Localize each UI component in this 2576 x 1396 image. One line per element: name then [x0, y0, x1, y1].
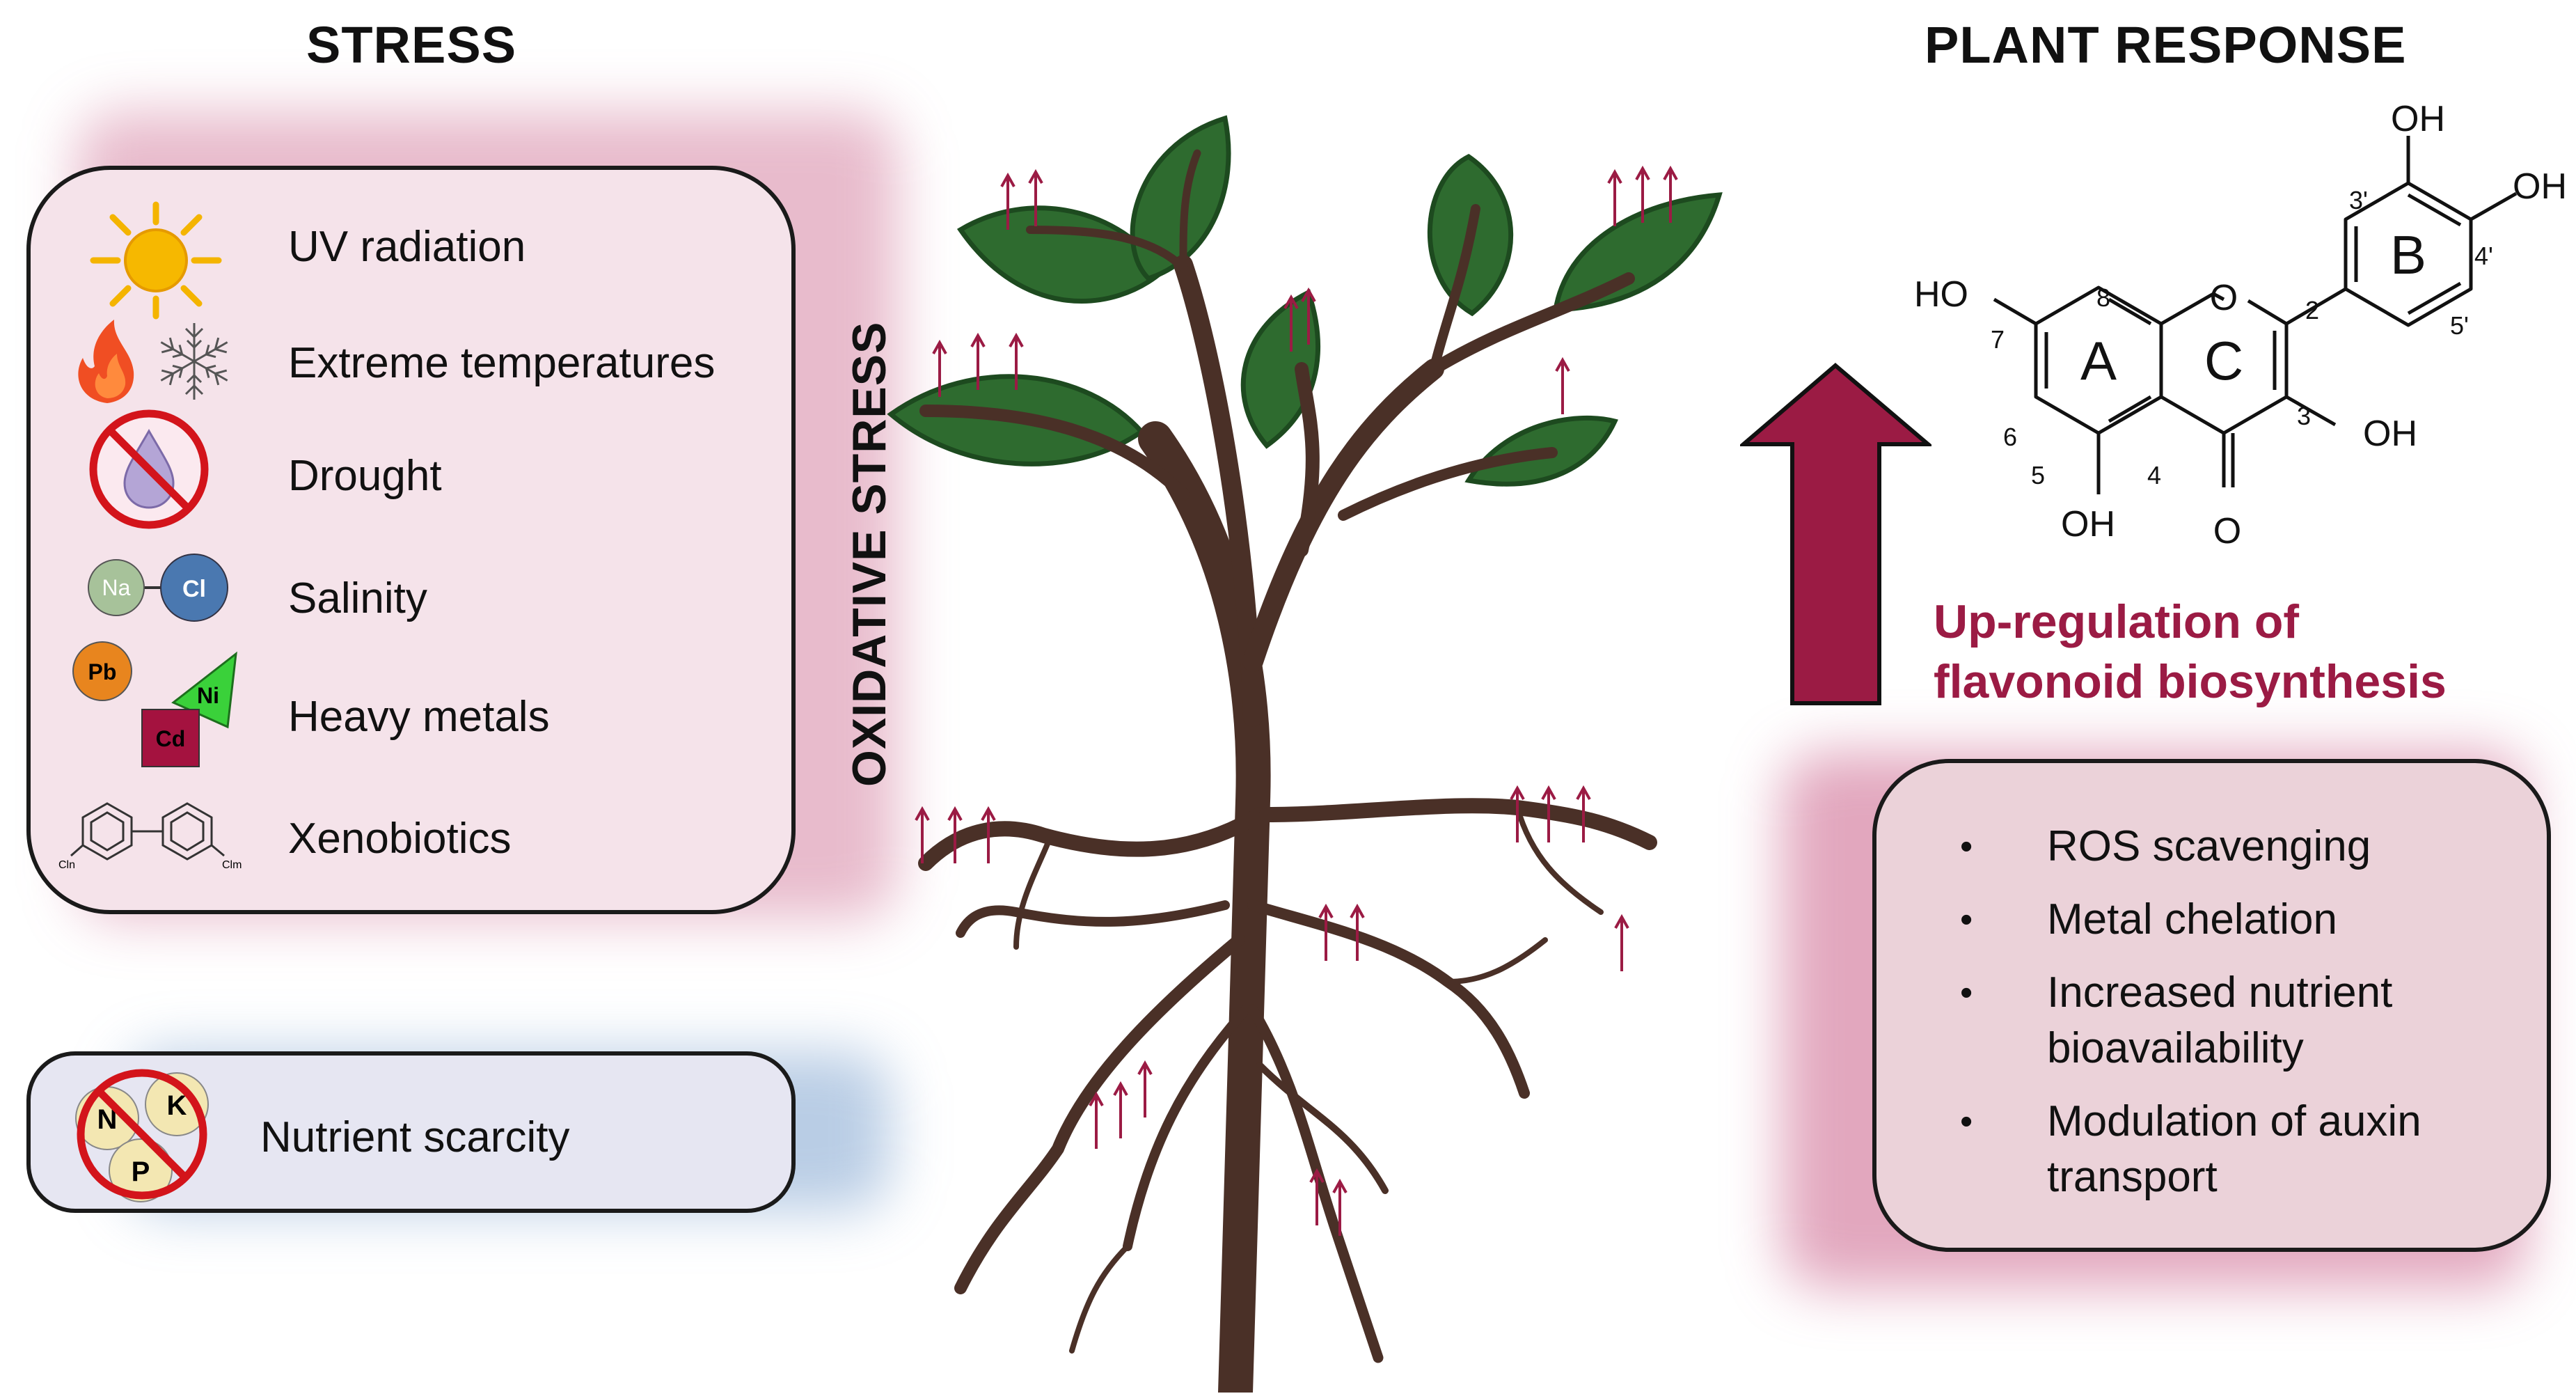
response-item-text: Modulation of auxin — [2047, 1097, 2421, 1145]
ho-7: HO — [1914, 274, 1968, 315]
plant-illustration — [887, 115, 1723, 1393]
stress-heading: STRESS — [306, 16, 517, 74]
oh-5: OH — [2061, 504, 2115, 544]
position-3-prime: 3' — [2349, 186, 2368, 214]
response-item-nutrient: Increased nutrient bioavailability — [1960, 965, 2421, 1076]
oh-4-prime: OH — [2513, 166, 2567, 207]
upregulation-arrow-icon — [1740, 363, 1931, 705]
response-item-text: ROS scavenging — [2047, 822, 2371, 870]
stress-label-xenobiotics: Xenobiotics — [288, 815, 512, 863]
pb-symbol: Pb — [88, 659, 117, 684]
no-nutrients-icon: N K P — [75, 1069, 209, 1202]
nutrient-scarcity-label: Nutrient scarcity — [260, 1113, 570, 1161]
cd-symbol: Cd — [156, 726, 186, 751]
response-item-text: bioavailability — [2047, 1024, 2304, 1072]
biphenyl-icon: Cln Clm — [58, 802, 242, 871]
response-item-text: transport — [2047, 1153, 2218, 1201]
sodium-chloride-icon: Na Cl — [88, 554, 228, 622]
position-5-prime: 5' — [2450, 311, 2469, 340]
stress-label-salinity: Salinity — [288, 574, 427, 622]
ring-b-label: B — [2390, 224, 2426, 285]
upregulation-line-2: flavonoid biosynthesis — [1934, 655, 2447, 708]
stress-label-drought: Drought — [288, 452, 442, 500]
oh-3: OH — [2363, 414, 2417, 454]
position-5: 5 — [2031, 461, 2045, 489]
position-2: 2 — [2305, 296, 2319, 324]
position-3: 3 — [2297, 402, 2311, 430]
response-item-auxin: Modulation of auxin transport — [1960, 1094, 2421, 1205]
ring-oxygen: O — [2210, 278, 2238, 318]
position-4: 4 — [2147, 461, 2161, 489]
stress-label-temperature: Extreme temperatures — [288, 339, 716, 387]
upregulation-text: Up-regulation of flavonoid biosynthesis — [1934, 592, 2447, 712]
ring-a-label: A — [2080, 330, 2117, 391]
stress-label-heavy-metals: Heavy metals — [288, 693, 550, 741]
cl-m-subscript: Clm — [222, 859, 242, 871]
response-item-ros: ROS scavenging — [1960, 819, 2421, 875]
cl-symbol: Cl — [182, 576, 206, 602]
stress-label-uv: UV radiation — [288, 223, 526, 271]
upregulation-line-1: Up-regulation of — [1934, 595, 2300, 648]
tree-branches — [918, 149, 1657, 1393]
plant-response-heading: PLANT RESPONSE — [1925, 16, 2407, 74]
heavy-metals-icon: Pb Ni Cd — [72, 641, 237, 767]
response-list: ROS scavenging Metal chelation Increased… — [1960, 819, 2421, 1223]
na-symbol: Na — [102, 575, 131, 600]
stress-panel: UV radiation Extreme temperatures Drough… — [26, 166, 796, 914]
response-item-text: Metal chelation — [2047, 895, 2338, 943]
carbonyl-oxygen: O — [2213, 511, 2241, 551]
flavonoid-structure: O O OH OH HO OH OH A C B 2 3 4 5 6 7 8 3… — [1914, 99, 2567, 551]
potassium-symbol: K — [167, 1090, 187, 1121]
response-item-chelation: Metal chelation — [1960, 892, 2421, 948]
response-item-text: Increased nutrient — [2047, 968, 2393, 1017]
position-6: 6 — [2003, 423, 2017, 451]
position-8: 8 — [2096, 283, 2110, 312]
oh-3-prime: OH — [2391, 99, 2445, 139]
cl-n-subscript: Cln — [58, 859, 75, 871]
fire-snowflake-icon — [78, 320, 233, 403]
position-4-prime: 4' — [2474, 242, 2493, 270]
sun-icon — [90, 201, 222, 320]
position-7: 7 — [1991, 325, 2005, 354]
ni-symbol: Ni — [197, 683, 219, 708]
phosphorus-symbol: P — [132, 1156, 150, 1187]
no-water-icon — [89, 409, 209, 529]
response-panel: ROS scavenging Metal chelation Increased… — [1872, 759, 2551, 1252]
ring-c-label: C — [2204, 330, 2243, 391]
nutrient-panel: N K P Nutrient scarcity — [26, 1051, 796, 1213]
